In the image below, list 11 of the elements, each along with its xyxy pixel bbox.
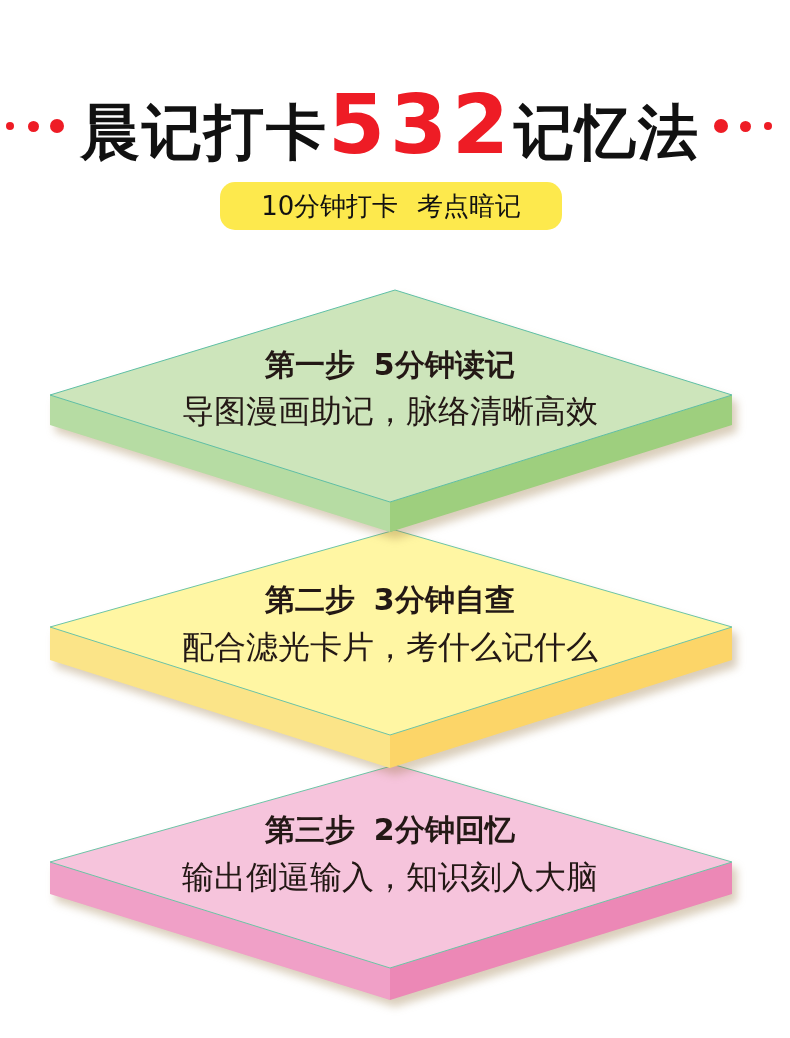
step-description: 导图漫画助记，脉络清晰高效 <box>182 392 598 430</box>
step-diamond <box>50 290 732 532</box>
title: 晨记打卡532记忆法 <box>79 88 701 169</box>
step-heading: 第一步 5分钟读记 <box>265 347 515 383</box>
step-diamond <box>50 765 732 1000</box>
step-diamond <box>50 530 732 768</box>
subtitle-banner: 10分钟打卡 考点暗记 <box>220 182 562 230</box>
step-heading: 第三步 2分钟回忆 <box>265 812 515 848</box>
step-description: 输出倒逼输入，知识刻入大脑 <box>182 858 598 896</box>
step-heading: 第二步 3分钟自查 <box>265 582 515 618</box>
step-description: 配合滤光卡片，考什么记什么 <box>182 628 598 666</box>
